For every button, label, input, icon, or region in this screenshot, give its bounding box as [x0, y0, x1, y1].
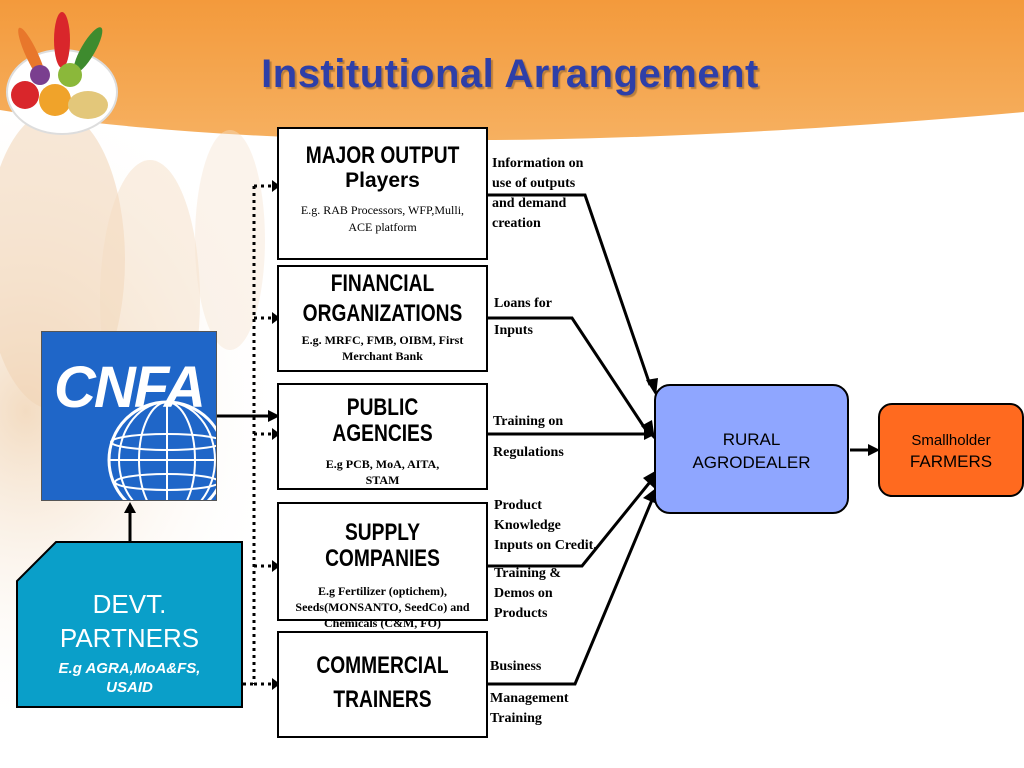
box-examples: E.g. MRFC, FMB, OIBM, First Merchant Ban… — [301, 332, 464, 363]
box-heading-2: ORGANIZATIONS — [302, 300, 463, 328]
note-training-on: Training on — [493, 414, 564, 429]
devt-example: E.g AGRA,MoA&FS, USAID — [58, 660, 201, 696]
box-heading: COMMERCIAL — [316, 652, 449, 679]
devt-line1: DEVT. — [92, 589, 167, 619]
cnfa-logo-text: CNFA — [54, 355, 206, 420]
box-heading: MAJOR OUTPUT — [305, 142, 460, 169]
farmers-line2: FARMERS — [909, 452, 993, 471]
page-title: Institutional Arrangement — [261, 52, 759, 96]
box-examples: E.g. RAB Processors, WFP,Mulli, ACE plat… — [300, 203, 465, 234]
flow-lines — [488, 193, 870, 686]
farmers-line1: Smallholder — [911, 432, 991, 449]
rural-agrodealer-box: RURAL AGRODEALER — [654, 384, 849, 514]
box-heading-2: Players — [345, 169, 420, 193]
rural-line1: RURAL — [722, 430, 781, 449]
note-loans: Loans for — [494, 296, 552, 311]
box-examples: E.g Fertilizer (optichem), Seeds(MONSANT… — [295, 583, 470, 631]
financial-organizations-box: FINANCIAL ORGANIZATIONS E.g. MRFC, FMB, … — [277, 265, 488, 372]
public-agencies-box: PUBLIC AGENCIES E.g PCB, MoA, AITA, STAM — [277, 383, 488, 490]
vegetables-icon — [6, 12, 118, 135]
box-heading: SUPPLY COMPANIES — [325, 519, 440, 573]
cnfa-logo: CNFA — [41, 331, 217, 501]
box-heading-2: TRAINERS — [333, 686, 432, 714]
note-inputs: Inputs — [494, 323, 533, 338]
connector-arrowheads — [272, 180, 280, 690]
box-examples: E.g PCB, MoA, AITA, STAM — [325, 456, 440, 487]
dotted-connectors — [243, 184, 272, 686]
note-business: Business — [490, 659, 542, 674]
flow-arrowheads — [641, 378, 880, 504]
supply-companies-box: SUPPLY COMPANIES E.g Fertilizer (optiche… — [277, 502, 488, 630]
smallholder-farmers-box: Smallholder FARMERS — [878, 403, 1024, 497]
globe-icon — [107, 400, 216, 500]
major-output-players-box: MAJOR OUTPUT Players E.g. RAB Processors… — [277, 127, 488, 260]
rural-line2: AGRODEALER — [692, 453, 811, 472]
devt-line2: PARTNERS — [59, 623, 200, 653]
devt-partners-box: DEVT. PARTNERS E.g AGRA,MoA&FS, USAID — [16, 541, 243, 708]
commercial-trainers-box: COMMERCIAL TRAINERS — [277, 631, 488, 738]
box-heading: FINANCIAL — [330, 270, 435, 297]
note-regulations: Regulations — [493, 445, 564, 460]
box-heading: PUBLIC AGENCIES — [332, 394, 433, 448]
